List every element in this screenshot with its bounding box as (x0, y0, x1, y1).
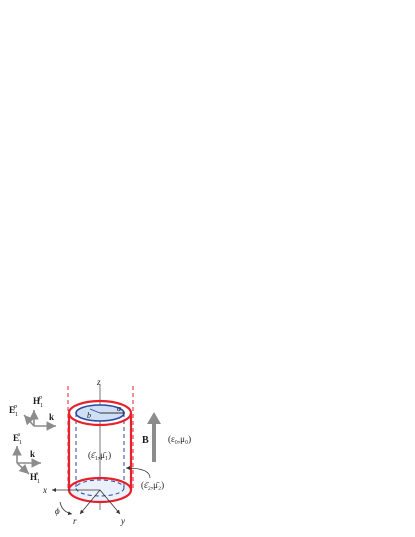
y-axis-label: y (120, 516, 125, 526)
z-axis-label: z (96, 377, 101, 387)
b-field-label: B (142, 435, 149, 446)
outer-radius-label: a (117, 404, 121, 413)
inner-radius-label: b (87, 411, 91, 420)
x-axis-label: x (42, 485, 47, 495)
h-field-s-arrow (16, 462, 30, 475)
e-field-p-arrow (23, 414, 35, 427)
phi-arc (59, 501, 73, 516)
h-field-p-label: H1p (33, 395, 43, 409)
region2-pointer (125, 466, 151, 479)
k-lower-label: k (30, 449, 35, 459)
e-field-p-label: E1p (9, 404, 18, 418)
inner-bottom-ellipse (75, 479, 125, 497)
r-line (79, 489, 101, 515)
radius-b-line (89, 408, 101, 414)
k-upper-label: k (49, 412, 54, 422)
region0-label: (ε₀,μ₀) (168, 434, 191, 444)
y-axis-line (99, 489, 121, 515)
b-field-arrowhead (147, 412, 161, 424)
region2-label: (ε̄₂,μ̄₂) (141, 480, 164, 490)
e-field-s-label: E1s (13, 432, 22, 446)
phi-label: ϕ (55, 506, 60, 516)
r-label: r (73, 516, 77, 526)
region1-label: (ε̄₁,μ̄₁) (88, 450, 111, 460)
h-field-s-label: H1s (30, 471, 40, 485)
